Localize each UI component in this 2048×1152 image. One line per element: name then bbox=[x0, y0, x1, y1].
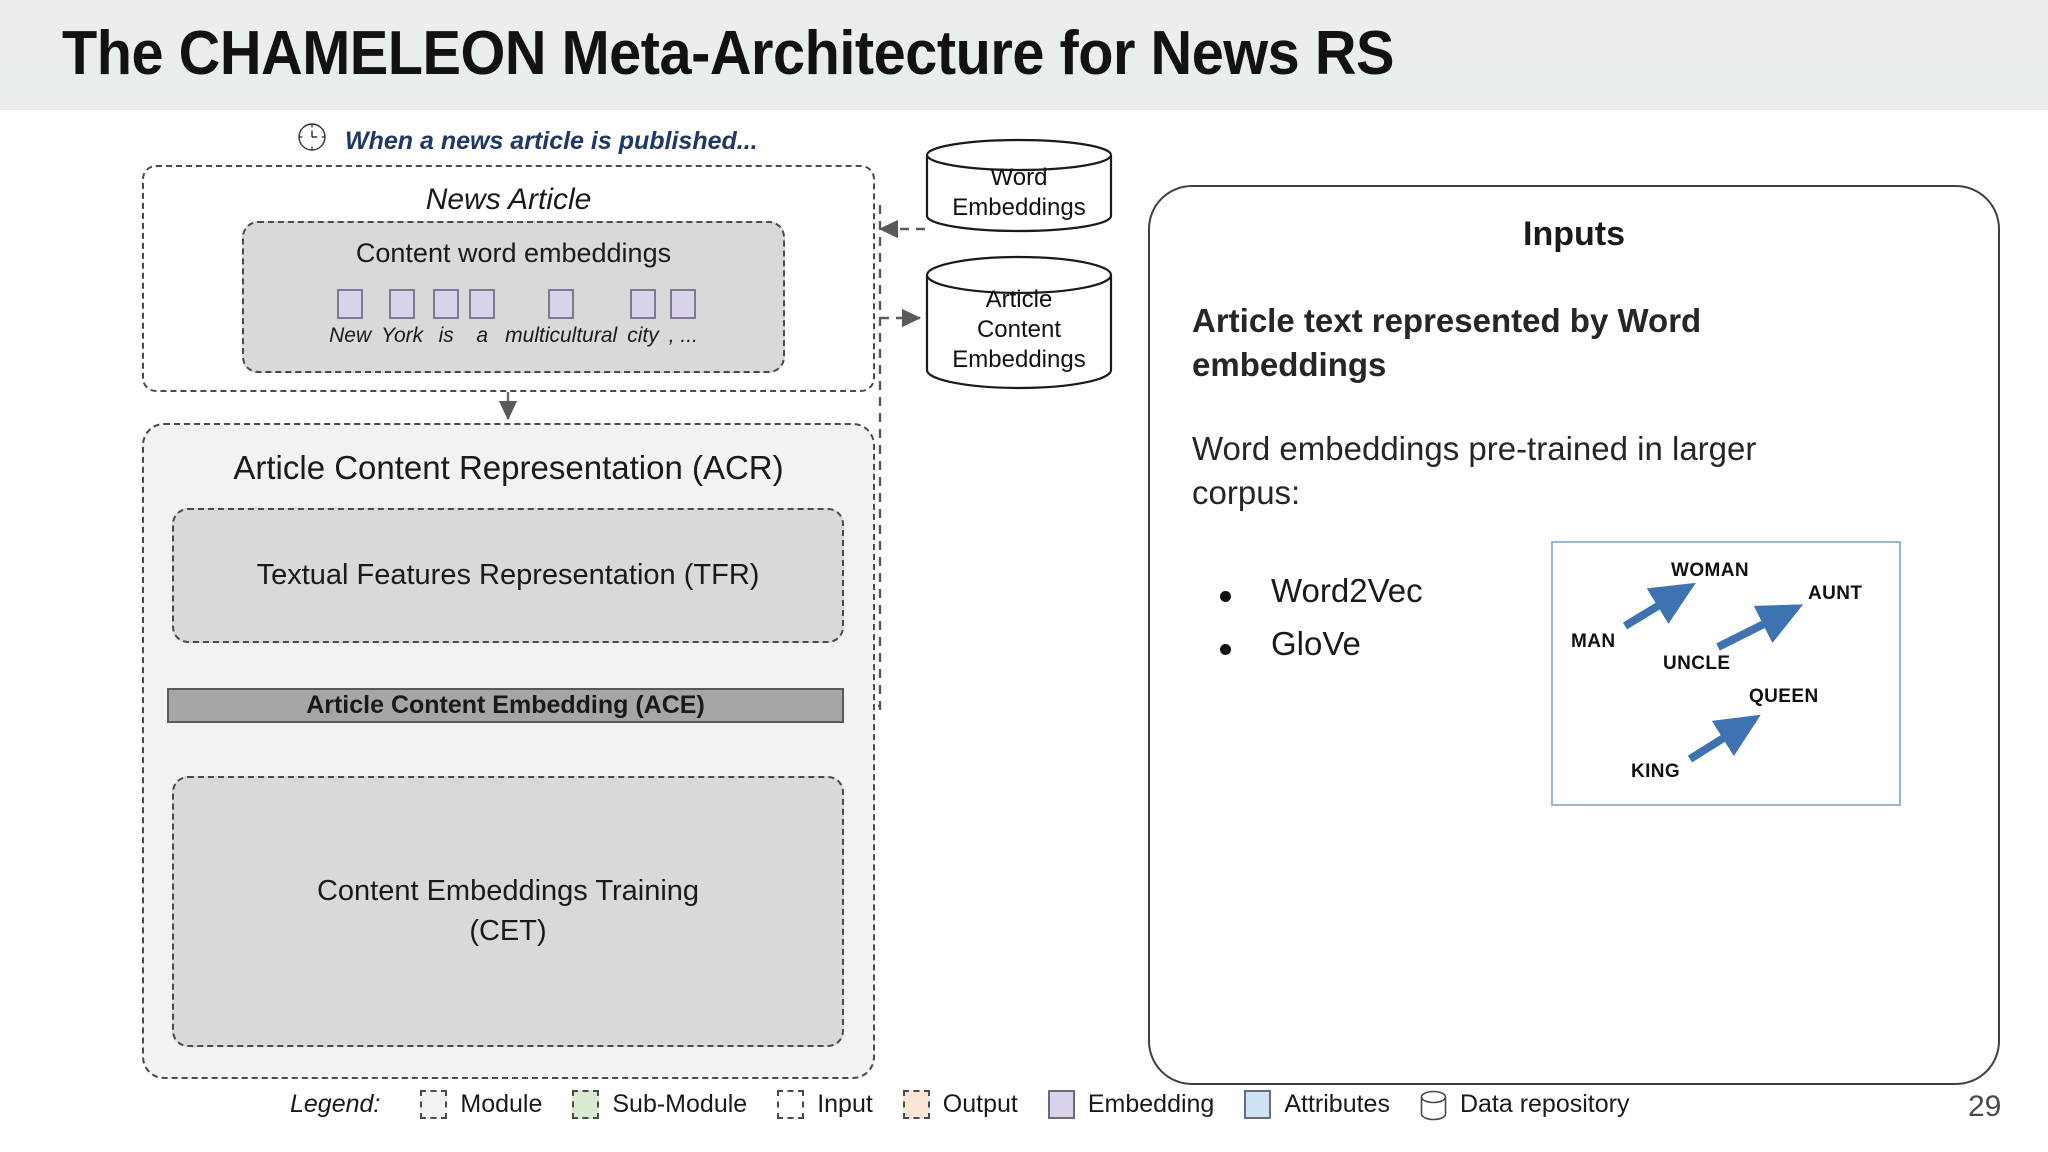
page-title: The CHAMELEON Meta-Architecture for News… bbox=[62, 19, 1395, 88]
embedding-token: New bbox=[329, 289, 371, 348]
legend-swatch bbox=[420, 1090, 448, 1119]
legend-item: Data repository bbox=[1420, 1090, 1630, 1121]
page-number: 29 bbox=[1968, 1090, 2002, 1123]
inputs-bullet-label: Word2Vec bbox=[1271, 572, 1423, 609]
embedding-token-word: multicultural bbox=[505, 324, 618, 347]
legend-item: Sub-Module bbox=[572, 1090, 747, 1119]
ace-label: Article Content Embedding (ACE) bbox=[306, 691, 705, 719]
embedding-token-word: , ... bbox=[668, 324, 698, 347]
inputs-paragraph-1: Article text represented by Word embeddi… bbox=[1192, 302, 1702, 383]
embedding-token: York bbox=[381, 289, 423, 348]
w2v-word-woman: WOMAN bbox=[1671, 560, 1749, 581]
ace-embedding-bar: Article Content Embedding (ACE) bbox=[167, 688, 844, 723]
w2v-word-uncle: UNCLE bbox=[1663, 653, 1731, 674]
cet-label-line1: Content Embeddings Training bbox=[316, 875, 700, 908]
legend-item: Output bbox=[902, 1090, 1018, 1119]
inputs-bullet-item: GloVe bbox=[1220, 618, 1423, 671]
embedding-square bbox=[337, 289, 364, 319]
legend-label: Sub-Module bbox=[612, 1090, 748, 1118]
embedding-token-word: is bbox=[438, 324, 454, 347]
embedding-token-word: York bbox=[381, 324, 424, 347]
news-article-title: News Article bbox=[425, 183, 592, 216]
embedding-token-word: city bbox=[627, 324, 659, 347]
w2v-word-man: MAN bbox=[1571, 631, 1616, 652]
word-embeddings-repository-label: Word Embeddings bbox=[952, 163, 1086, 221]
acr-module-title: Article Content Representation (ACR) bbox=[233, 449, 784, 486]
embedding-token: is bbox=[433, 289, 460, 348]
embedding-square bbox=[670, 289, 697, 319]
w2v-word-queen: QUEEN bbox=[1749, 686, 1819, 707]
embedding-token: a bbox=[469, 289, 496, 348]
clock-icon bbox=[297, 122, 327, 152]
legend: Legend: Module Sub-Module Input Output Embed… bbox=[290, 1090, 1659, 1121]
embedding-token-word: New bbox=[329, 324, 372, 347]
article-content-embeddings-repository-label: Article Content Embeddings bbox=[952, 285, 1086, 373]
embedding-token: , ... bbox=[669, 289, 698, 348]
article-content-embeddings-repository: Article Content Embeddings bbox=[925, 255, 1113, 390]
w2v-word-king: KING bbox=[1631, 761, 1681, 782]
legend-item: Module bbox=[420, 1090, 542, 1119]
legend-item: Attributes bbox=[1244, 1090, 1390, 1119]
legend-label: Input bbox=[817, 1090, 873, 1118]
legend-swatch bbox=[1047, 1090, 1075, 1119]
news-article-module: News Article bbox=[142, 165, 875, 392]
inputs-bullet-item: Word2Vec bbox=[1220, 565, 1423, 618]
bullet-dot-icon bbox=[1220, 591, 1231, 602]
content-word-embeddings-title: Content word embeddings bbox=[355, 238, 672, 268]
cet-submodule: Content Embeddings Training (CET) bbox=[172, 776, 844, 1047]
word2vec-analogy-figure: MAN WOMAN UNCLE AUNT KING QUEEN bbox=[1551, 541, 1901, 806]
legend-caption: Legend: bbox=[290, 1090, 381, 1118]
legend-swatch bbox=[572, 1090, 600, 1119]
w2v-word-aunt: AUNT bbox=[1808, 583, 1863, 604]
inputs-panel-heading: Inputs bbox=[1523, 215, 1625, 253]
tfr-submodule: Textual Features Representation (TFR) bbox=[172, 508, 844, 643]
timeline-note-text: When a news article is published... bbox=[345, 127, 758, 155]
data-repository-icon bbox=[1420, 1090, 1447, 1121]
cet-label-line2: (CET) bbox=[469, 914, 547, 947]
word-embeddings-repository: Word Embeddings bbox=[925, 138, 1113, 233]
legend-item: Input bbox=[777, 1090, 873, 1119]
embedding-square bbox=[629, 289, 656, 319]
tfr-label: Textual Features Representation (TFR) bbox=[256, 559, 760, 591]
embedding-token: multicultural bbox=[505, 289, 617, 348]
embedding-square bbox=[389, 289, 416, 319]
legend-label: Module bbox=[460, 1090, 543, 1118]
embedding-token: city bbox=[627, 289, 659, 348]
legend-label: Embedding bbox=[1087, 1090, 1215, 1118]
legend-item: Embedding bbox=[1047, 1090, 1215, 1119]
embedding-token-word: a bbox=[476, 324, 488, 347]
header-band bbox=[0, 0, 2048, 110]
embedding-square bbox=[433, 289, 460, 319]
embedding-square bbox=[548, 289, 575, 319]
bullet-dot-icon bbox=[1220, 643, 1231, 655]
embedding-square bbox=[469, 289, 496, 319]
legend-label: Attributes bbox=[1284, 1090, 1390, 1118]
inputs-paragraph-2: Word embeddings pre-trained in larger co… bbox=[1192, 430, 1757, 511]
inputs-bullet-label: GloVe bbox=[1271, 624, 1361, 662]
legend-swatch bbox=[902, 1090, 930, 1119]
legend-label: Data repository bbox=[1459, 1090, 1630, 1118]
legend-swatch bbox=[777, 1090, 805, 1119]
legend-label: Output bbox=[942, 1090, 1018, 1118]
legend-swatch bbox=[1244, 1090, 1272, 1119]
